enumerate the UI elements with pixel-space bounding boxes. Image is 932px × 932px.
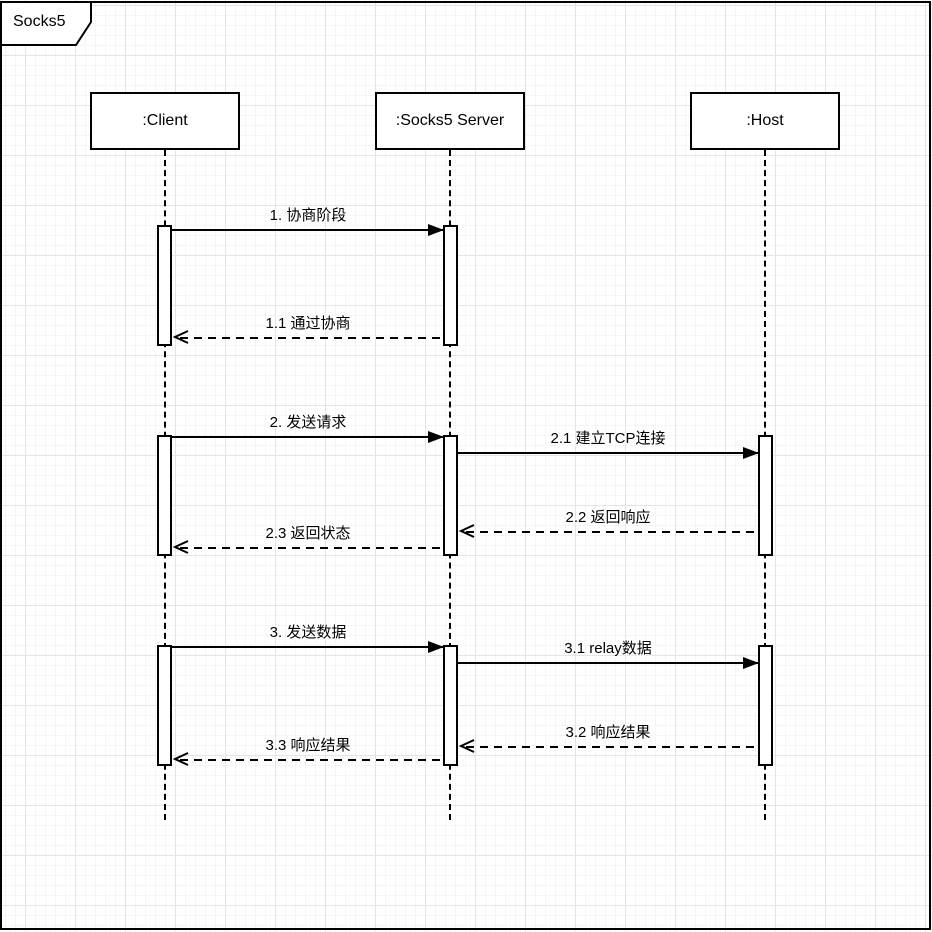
message-3-label: 3. 发送数据: [269, 624, 347, 641]
frame-title-tab-shape: [0, 1, 92, 46]
message-1-1-label: 1.1 通过协商: [265, 315, 351, 332]
message-3-1-line: [458, 662, 758, 664]
arrowhead-filled-icon: [428, 431, 444, 443]
message-1-1-line: [180, 337, 443, 339]
activation-client-phase3: [157, 645, 172, 766]
lifeline-header-host: :Host: [690, 92, 840, 150]
activation-client-phase2: [157, 435, 172, 556]
message-1-label: 1. 协商阶段: [269, 207, 347, 224]
message-3-3-line: [180, 759, 443, 761]
arrowhead-filled-icon: [743, 657, 759, 669]
arrowhead-open-icon: [172, 752, 189, 766]
lifeline-header-socks5-server: :Socks5 Server: [375, 92, 525, 150]
message-2-3-label: 2.3 返回状态: [265, 525, 351, 542]
message-2-2-label: 2.2 返回响应: [565, 509, 651, 526]
lifeline-label-client: :Client: [142, 112, 188, 129]
lifeline-header-client: :Client: [90, 92, 240, 150]
arrowhead-filled-icon: [428, 224, 444, 236]
activation-host-phase3: [758, 645, 773, 766]
activation-client-phase1: [157, 225, 172, 346]
message-3-3-label: 3.3 响应结果: [265, 737, 351, 754]
arrowhead-open-icon: [458, 739, 475, 753]
message-2-1-line: [458, 452, 758, 454]
arrowhead-filled-icon: [743, 447, 759, 459]
diagram-title: Socks5: [13, 13, 66, 30]
message-2-label: 2. 发送请求: [269, 414, 347, 431]
activation-server-phase3: [443, 645, 458, 766]
message-3-1-label: 3.1 relay数据: [564, 640, 652, 657]
lifeline-label-socks5-server: :Socks5 Server: [395, 112, 505, 129]
activation-server-phase1: [443, 225, 458, 346]
arrowhead-open-icon: [458, 524, 475, 538]
message-3-2-label: 3.2 响应结果: [565, 724, 651, 741]
arrowhead-open-icon: [172, 330, 189, 344]
message-1-line: [172, 229, 443, 231]
message-2-3-line: [180, 547, 443, 549]
message-2-2-line: [466, 531, 758, 533]
arrowhead-open-icon: [172, 540, 189, 554]
message-3-2-line: [466, 746, 758, 748]
arrowhead-filled-icon: [428, 641, 444, 653]
message-3-line: [172, 646, 443, 648]
lifeline-label-host: :Host: [746, 112, 784, 129]
activation-server-phase2: [443, 435, 458, 556]
activation-host-phase2: [758, 435, 773, 556]
message-2-line: [172, 436, 443, 438]
message-2-1-label: 2.1 建立TCP连接: [550, 430, 666, 447]
